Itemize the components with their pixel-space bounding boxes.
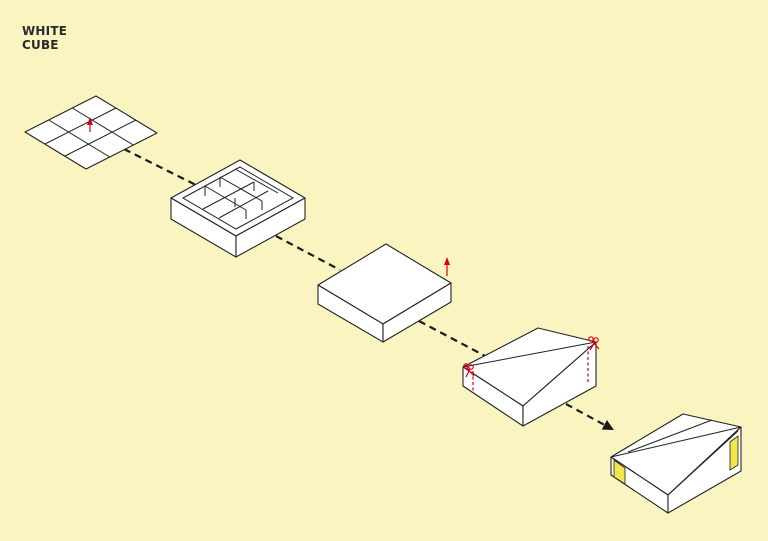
cut-roof-right [522,341,597,427]
connector-2 [275,235,341,271]
final-right [667,426,742,514]
box-front-right [235,197,306,258]
step-grid-plan [24,95,158,170]
step-final-volume [610,413,742,514]
connector-arrows [123,148,614,431]
fold-line [462,341,597,368]
scissors-icon-right [588,336,600,351]
step-cut-roof [462,327,600,427]
connector-1 [123,148,199,187]
window-opening-right [729,435,739,471]
scissors-icon-left [463,363,475,378]
diagram-title: WHITE CUBE [22,24,67,52]
connector-4-arrow [565,403,614,431]
grid-plane [24,95,158,170]
title-line-1: WHITE [22,24,68,38]
step-closed-cube [317,243,452,343]
connector-3 [418,320,488,358]
title-line-2: CUBE [22,38,59,52]
step-room-box [170,159,306,258]
cube-right [382,282,452,343]
window-opening-left [613,459,626,485]
